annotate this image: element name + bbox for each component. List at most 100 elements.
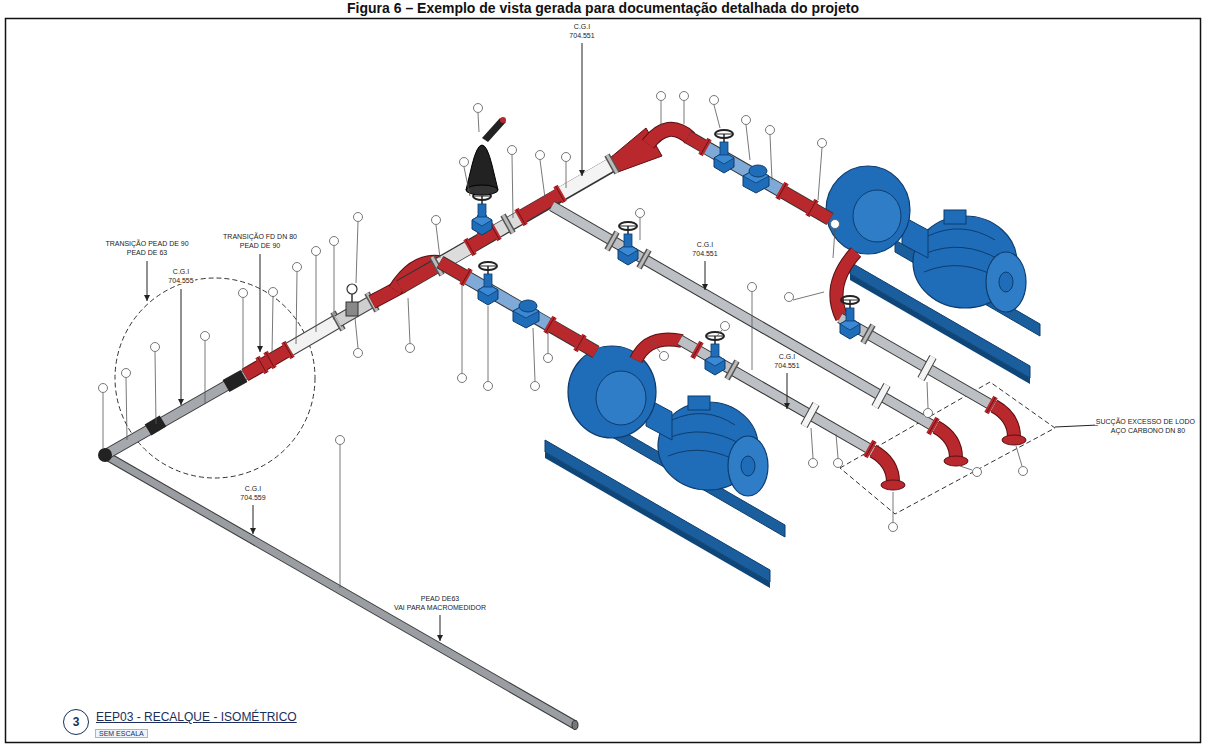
- flange: [863, 325, 873, 343]
- callout-leader: [272, 297, 273, 355]
- leader-arrow: [582, 43, 583, 176]
- callout-bubble: [636, 209, 645, 218]
- pressure-gauge: [347, 284, 357, 294]
- leader-arrow: [260, 254, 261, 352]
- pipe-outline: [994, 406, 1014, 437]
- callout-leader: [793, 292, 824, 300]
- header-pipe: [560, 164, 612, 194]
- callout-leader: [833, 229, 835, 258]
- suction-flange: [944, 456, 968, 466]
- gate-valve: [840, 296, 860, 339]
- pipe-outline: [840, 318, 1000, 410]
- elevation-label: 704.551: [568, 32, 595, 39]
- gate-valve: [478, 262, 498, 305]
- callout-leader: [927, 382, 928, 408]
- flange: [546, 317, 555, 333]
- flange: [808, 200, 817, 216]
- transition-coupling: [148, 421, 163, 430]
- view-number-circle: 3: [63, 709, 89, 735]
- flange: [556, 186, 565, 202]
- pipe-outline: [290, 321, 338, 349]
- suction-elbow: [636, 340, 682, 360]
- terminal-box: [944, 210, 966, 224]
- callout-bubble: [201, 332, 210, 341]
- pipe-note: AÇO CARBONO DN 80: [1110, 427, 1186, 434]
- detail-circle: [115, 278, 315, 478]
- elevation-label: C.G.I: [573, 23, 591, 30]
- view-scale: SEM ESCALA: [95, 729, 148, 738]
- callout-bubble: [330, 237, 339, 246]
- pipe-note: PEAD DE 63: [126, 249, 168, 256]
- callout-bubble: [809, 459, 818, 468]
- callout-leader: [355, 318, 358, 348]
- air-valve-lever: [482, 118, 506, 142]
- suction-pipe: [552, 206, 942, 431]
- callout-bubbles: [99, 92, 1028, 532]
- callout-bubble: [269, 288, 278, 297]
- leader-arrow: [181, 289, 182, 405]
- elevation-label: C.G.I: [244, 485, 262, 492]
- callout-bubble: [474, 104, 483, 113]
- pipe-note: TRANSIÇÃO FD DN 80: [222, 233, 298, 240]
- callout-leaders: [103, 101, 1022, 588]
- suction-flange: [881, 480, 905, 490]
- pipe-note: PEAD DE63: [420, 595, 461, 602]
- callout-bubble: [484, 382, 493, 391]
- pipe-support-ring: [875, 385, 887, 407]
- callout-bubble: [293, 263, 302, 272]
- gate-valve: [705, 332, 725, 375]
- callout-leader: [436, 225, 440, 258]
- terminal-box: [688, 396, 710, 410]
- leader-arrow: [705, 261, 706, 290]
- branch-pipe: [688, 137, 705, 147]
- leader-arrow: [147, 261, 148, 301]
- callout-leader: [316, 256, 317, 332]
- flange: [639, 250, 649, 268]
- callout-bubble: [818, 139, 827, 148]
- flange: [576, 335, 585, 351]
- pipe-elbow: [98, 448, 112, 462]
- callout-bubble: [508, 146, 517, 155]
- callout-bubble: [562, 153, 571, 162]
- callout-leader: [652, 342, 660, 352]
- leader-arrow: [253, 505, 254, 534]
- callout-bubble: [406, 344, 415, 353]
- motor-end-cap: [728, 436, 768, 496]
- steel-pipe: [290, 321, 338, 349]
- suction-pipe: [840, 318, 1000, 410]
- pipe-end: [572, 721, 578, 730]
- gauge-tap: [346, 302, 358, 316]
- transition-coupling: [226, 376, 244, 386]
- callout-bubble: [889, 523, 898, 532]
- leader-arrow: [787, 373, 788, 409]
- callout-leader: [488, 306, 489, 381]
- callout-leader: [818, 148, 822, 200]
- pipe-outline: [400, 143, 650, 287]
- pipe-note: SUCÇÃO EXCESSO DE LODO: [1095, 418, 1196, 425]
- callout-bubble: [660, 352, 669, 361]
- callout-bubble: [354, 213, 363, 222]
- flange: [466, 239, 475, 255]
- pipe-outline: [636, 340, 682, 360]
- flange: [778, 183, 787, 199]
- hdpe-pipe: [105, 375, 245, 455]
- air-valve-knob: [500, 117, 506, 123]
- callout-bubble: [748, 283, 757, 292]
- callout-leader: [356, 222, 358, 283]
- callout-bubble: [973, 468, 982, 477]
- pipe-outline: [105, 375, 245, 455]
- callout-leader: [296, 272, 297, 344]
- flange: [503, 215, 513, 233]
- elevation-label: 704.551: [773, 362, 800, 369]
- pipe-outline: [936, 427, 956, 458]
- callout-leader: [533, 328, 535, 381]
- callout-bubble: [924, 409, 933, 418]
- callout-leader: [334, 246, 335, 320]
- pump-casing: [853, 190, 901, 242]
- flange: [266, 352, 275, 368]
- callout-bubble: [99, 384, 108, 393]
- callout-bubble: [239, 289, 248, 298]
- leader-line: [1055, 425, 1098, 427]
- flange: [258, 357, 267, 373]
- callout-leader: [340, 445, 341, 588]
